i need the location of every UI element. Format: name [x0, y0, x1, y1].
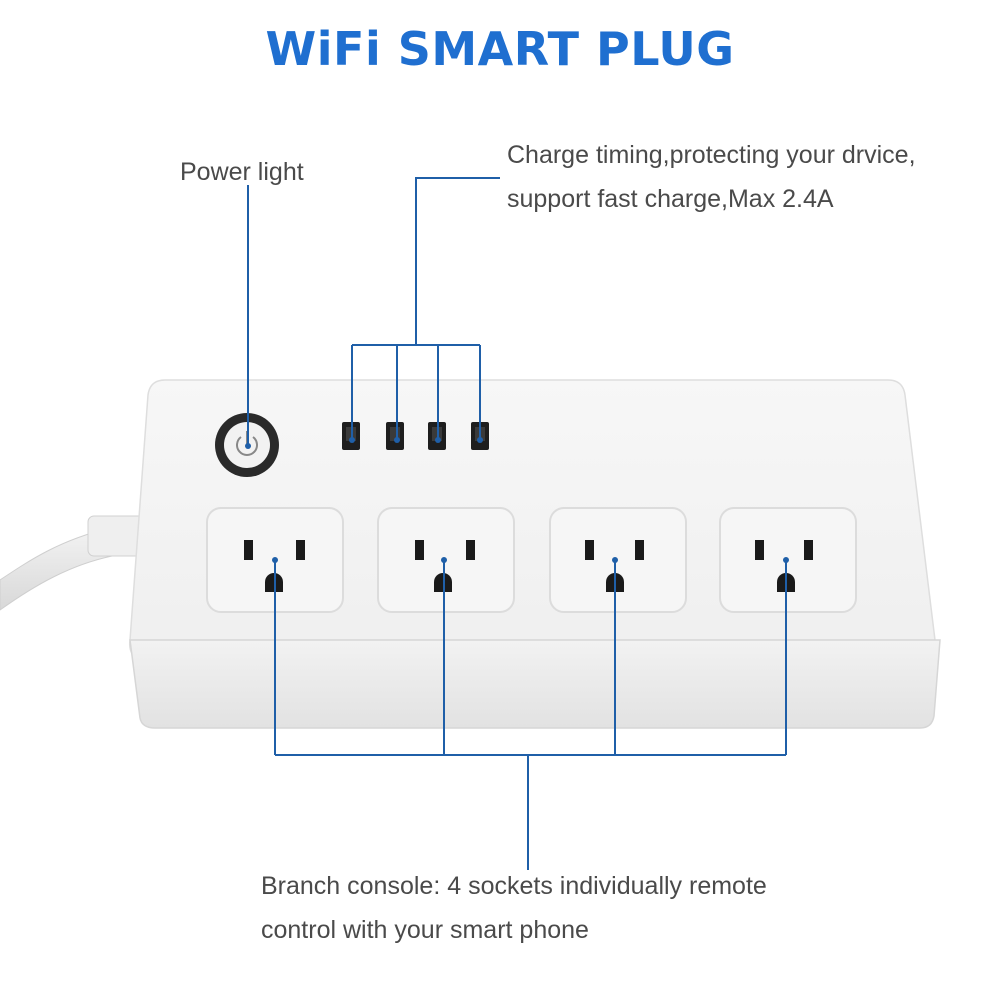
- usb-port[interactable]: [386, 422, 404, 450]
- usb-label-line1: Charge timing,protecting your drvice,: [507, 141, 916, 169]
- usb-label: Charge timing,protecting your drvice, su…: [507, 133, 916, 221]
- usb-label-line2: support fast charge,Max 2.4A: [507, 185, 834, 213]
- branch-label-line1: Branch console: 4 sockets individually r…: [261, 872, 767, 900]
- callout-lines: [245, 177, 789, 870]
- page-title: WiFi SMART PLUG: [265, 22, 735, 76]
- branch-label: Branch console: 4 sockets individually r…: [261, 864, 767, 952]
- power-light-text: Power light: [180, 158, 304, 186]
- power-strip-body: [128, 379, 941, 729]
- power-cord: [0, 515, 149, 611]
- branch-label-line2: control with your smart phone: [261, 916, 589, 944]
- power-light-label: Power light: [180, 150, 304, 194]
